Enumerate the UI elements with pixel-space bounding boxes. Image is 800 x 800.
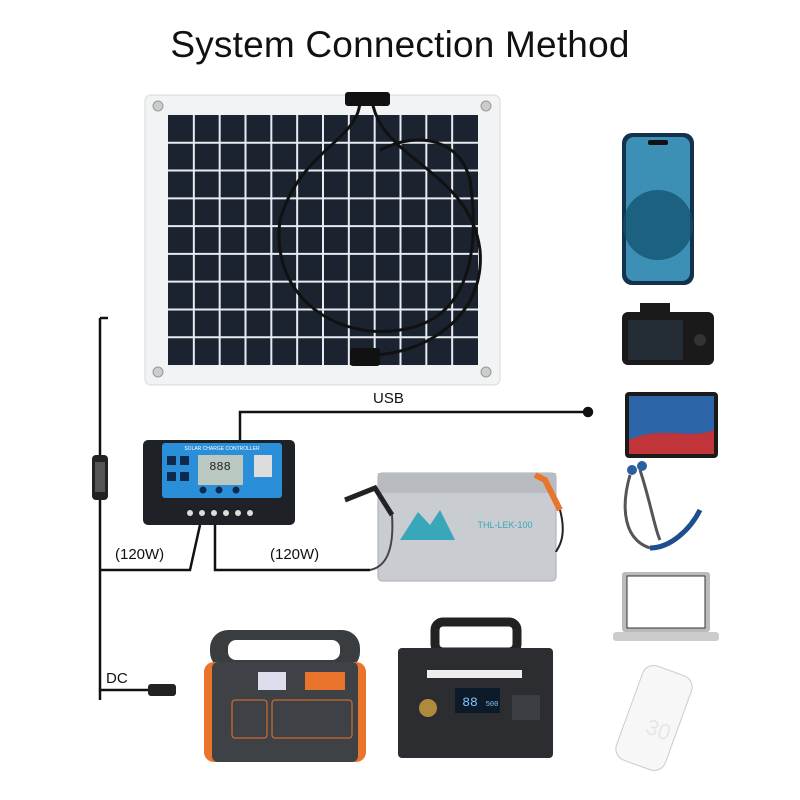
solar-panel: [144, 92, 501, 386]
svg-text:THL-LEK-100: THL-LEK-100: [477, 520, 532, 530]
portable-power-station-orange: [204, 630, 366, 762]
charge-controller: SOLAR CHARGE CONTROLLER 888: [143, 440, 295, 525]
portable-power-station-black: 88 500: [398, 617, 553, 758]
controller-watt-label: (120W): [115, 546, 165, 563]
page-title: System Connection Method: [170, 24, 630, 65]
wiring: [98, 316, 594, 700]
smartphone: [622, 133, 694, 285]
battery-watt-label: (120W): [270, 546, 320, 563]
svg-text:88: 88: [462, 695, 478, 710]
tablet: [625, 392, 718, 458]
usb-label: USB: [373, 390, 404, 407]
power-bank: 30: [615, 665, 693, 771]
battery: THL-LEK-100: [344, 472, 564, 582]
dc-label: DC: [106, 670, 128, 687]
laptop: [613, 572, 719, 641]
svg-text:500: 500: [486, 701, 499, 709]
svg-text:888: 888: [209, 460, 231, 474]
dc-connector: [148, 684, 176, 696]
svg-text:SOLAR CHARGE CONTROLLER: SOLAR CHARGE CONTROLLER: [184, 446, 260, 452]
camera: [622, 303, 714, 365]
neckband-earphones: [623, 461, 703, 551]
